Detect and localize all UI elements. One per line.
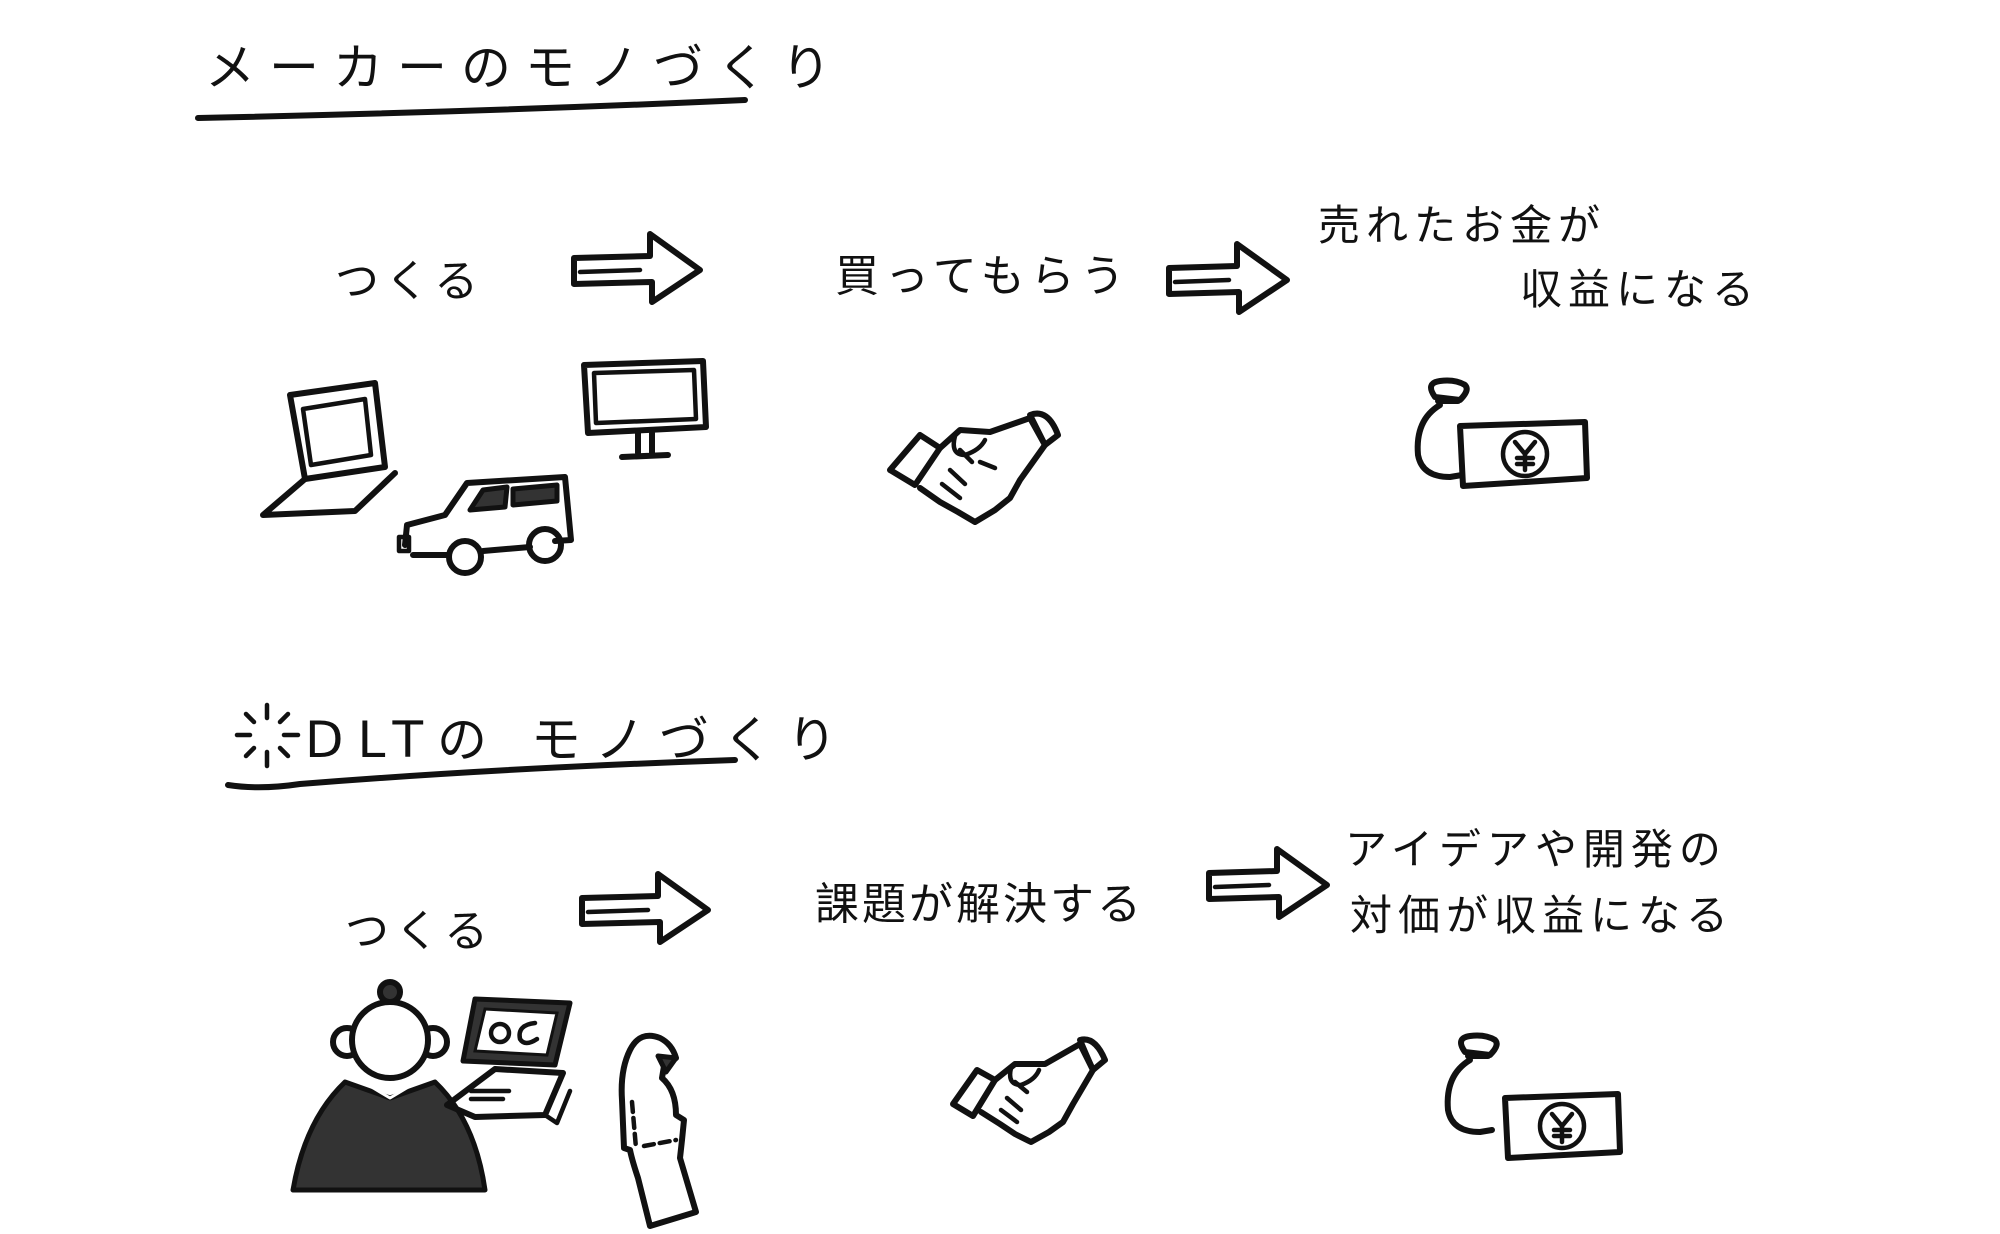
car-icon: [396, 474, 574, 576]
handshake-icon: [887, 410, 1061, 525]
computer-icon: [444, 996, 573, 1126]
section-title-maker: メーカーのモノづくり: [205, 39, 845, 97]
step-make-label: つくる: [345, 906, 495, 957]
money-bag-icon: [1414, 377, 1470, 480]
step-revenue-line-1: 売れたお金が: [1318, 201, 1607, 250]
section-title-dlt: DLTの モノづくり: [305, 711, 851, 769]
handshake-icon: [950, 1036, 1108, 1145]
arrow-right-icon: [579, 871, 711, 945]
yen-banknote-icon: [1502, 1091, 1623, 1161]
step-solve-label: 課題が解決する: [815, 879, 1144, 930]
sparkle-icon: [234, 702, 301, 769]
step-revenue-line-2: 収益になる: [1520, 265, 1761, 314]
arrow-right-icon: [571, 231, 703, 305]
arrow-right-icon: [1166, 241, 1290, 315]
laptop-icon: [260, 380, 398, 518]
money-bag-icon: [1444, 1032, 1500, 1135]
arrow-right-icon: [1206, 846, 1330, 920]
step-make-label: つくる: [335, 256, 485, 307]
step-buy-label: 買ってもらう: [835, 251, 1131, 302]
monitor-icon: [581, 358, 709, 460]
step-revenue-line-1: アイデアや開発の: [1345, 825, 1727, 874]
hooded-person-icon: [618, 1032, 699, 1229]
step-revenue-line-2: 対価が収益になる: [1350, 891, 1735, 940]
yen-banknote-icon: [1457, 419, 1590, 489]
developer-person-icon: [290, 979, 488, 1193]
